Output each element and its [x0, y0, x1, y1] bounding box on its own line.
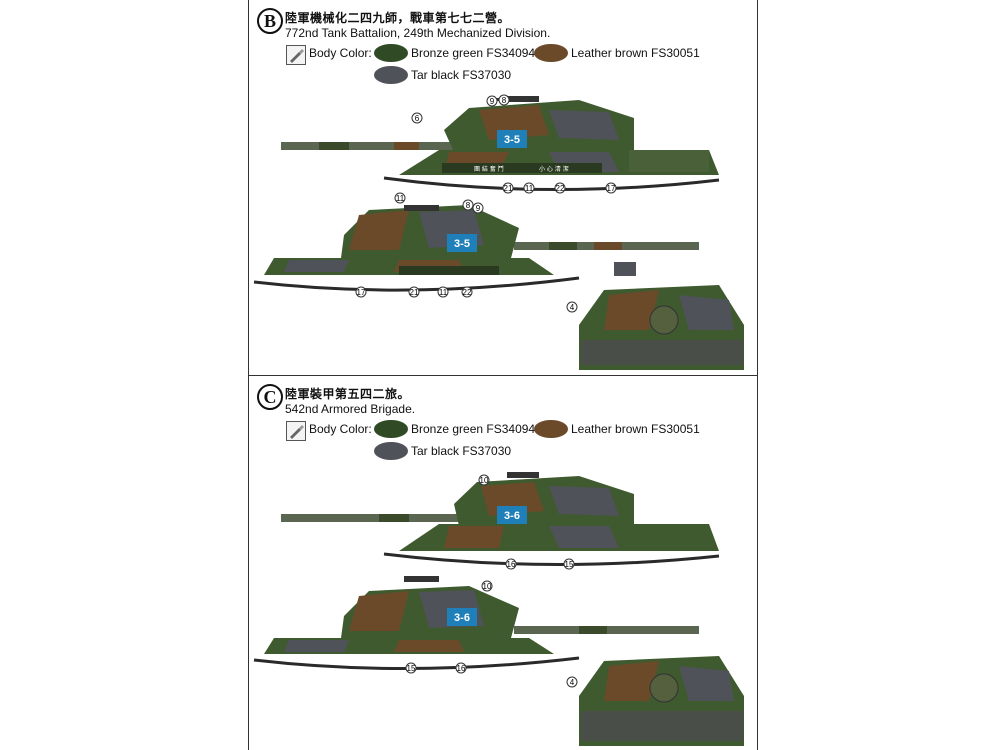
svg-text:6: 6 — [415, 114, 420, 123]
svg-text:22: 22 — [463, 288, 472, 297]
svg-text:22: 22 — [556, 184, 565, 193]
turret-number: 3-6 — [454, 612, 470, 624]
tar-black-swatch — [374, 442, 408, 460]
paint-label-tar-black: Tar black FS37030 — [411, 444, 512, 458]
paint-label-bronze-green: Bronze green FS34094 — [411, 46, 536, 60]
svg-text:15: 15 — [407, 664, 416, 673]
scheme-badge: B — [257, 8, 283, 34]
tank-side-view-left: 3-6 — [253, 576, 699, 671]
leather-brown-swatch — [534, 44, 568, 62]
turret-number: 3-6 — [504, 510, 520, 522]
tank-side-view-left: 3-5 — [253, 205, 699, 292]
scheme-title-chinese: 陸軍裝甲第五四二旅。 — [285, 387, 411, 401]
svg-text:4: 4 — [570, 678, 575, 687]
tank-drawings: 3-6 3-6 — [253, 472, 744, 746]
tank-side-view-right: 3-6 — [281, 472, 720, 567]
svg-text:17: 17 — [607, 184, 616, 193]
scheme-badge: C — [257, 384, 283, 410]
scheme-c: C 陸軍裝甲第五四二旅。 542nd Armored Brigade. Body… — [249, 376, 757, 750]
svg-text:16: 16 — [507, 560, 516, 569]
svg-text:8: 8 — [502, 96, 507, 105]
scheme-title-english: 772nd Tank Battalion, 249th Mechanized D… — [285, 26, 551, 40]
paint-brush-icon — [286, 45, 306, 65]
turret-number: 3-5 — [454, 238, 470, 250]
svg-text:11: 11 — [439, 288, 448, 297]
svg-text:10: 10 — [480, 476, 489, 485]
scheme-b: B 陸軍機械化二四九師，戰車第七七二營。 772nd Tank Battalio… — [249, 0, 757, 374]
tank-front-view — [579, 656, 744, 746]
svg-text:21: 21 — [410, 288, 419, 297]
tank-side-view-right: 3-5 團 結 奮 鬥 小 心 清 潔 — [281, 96, 720, 192]
hull-slogan: 團 結 奮 鬥 — [474, 165, 504, 173]
svg-text:10: 10 — [483, 582, 492, 591]
callout-markers: 10 16 15 10 15 16 4 — [405, 474, 578, 688]
paint-label-bronze-green: Bronze green FS34094 — [411, 422, 536, 436]
bronze-green-swatch — [374, 44, 408, 62]
paint-label-leather-brown: Leather brown FS30051 — [571, 422, 700, 436]
paint-label-leather-brown: Leather brown FS30051 — [571, 46, 700, 60]
scheme-title-chinese: 陸軍機械化二四九師，戰車第七七二營。 — [285, 11, 511, 25]
svg-text:8: 8 — [466, 201, 471, 210]
scheme-title-english: 542nd Armored Brigade. — [285, 402, 416, 416]
tank-drawings: 3-5 團 結 奮 鬥 小 心 清 潔 3-5 — [253, 94, 744, 370]
tar-black-swatch — [374, 66, 408, 84]
svg-text:9: 9 — [490, 97, 495, 106]
tank-front-view — [579, 262, 744, 370]
svg-text:11: 11 — [525, 184, 534, 193]
svg-text:4: 4 — [570, 303, 575, 312]
svg-text:21: 21 — [504, 184, 513, 193]
scheme-divider — [248, 375, 758, 376]
svg-text:16: 16 — [457, 664, 466, 673]
body-color-label: Body Color: — [309, 422, 372, 436]
paint-brush-icon — [286, 421, 306, 441]
svg-text:9: 9 — [476, 204, 481, 213]
svg-text:17: 17 — [357, 288, 366, 297]
callout-markers: 9 8 6 21 11 22 17 11 8 9 17 21 11 22 4 — [355, 94, 617, 313]
hull-slogan-2: 小 心 清 潔 — [539, 165, 569, 173]
turret-number: 3-5 — [504, 134, 520, 146]
bronze-green-swatch — [374, 420, 408, 438]
leather-brown-swatch — [534, 420, 568, 438]
body-color-label: Body Color: — [309, 46, 372, 60]
paint-label-tar-black: Tar black FS37030 — [411, 68, 512, 82]
svg-text:11: 11 — [396, 194, 405, 203]
svg-text:15: 15 — [565, 560, 574, 569]
